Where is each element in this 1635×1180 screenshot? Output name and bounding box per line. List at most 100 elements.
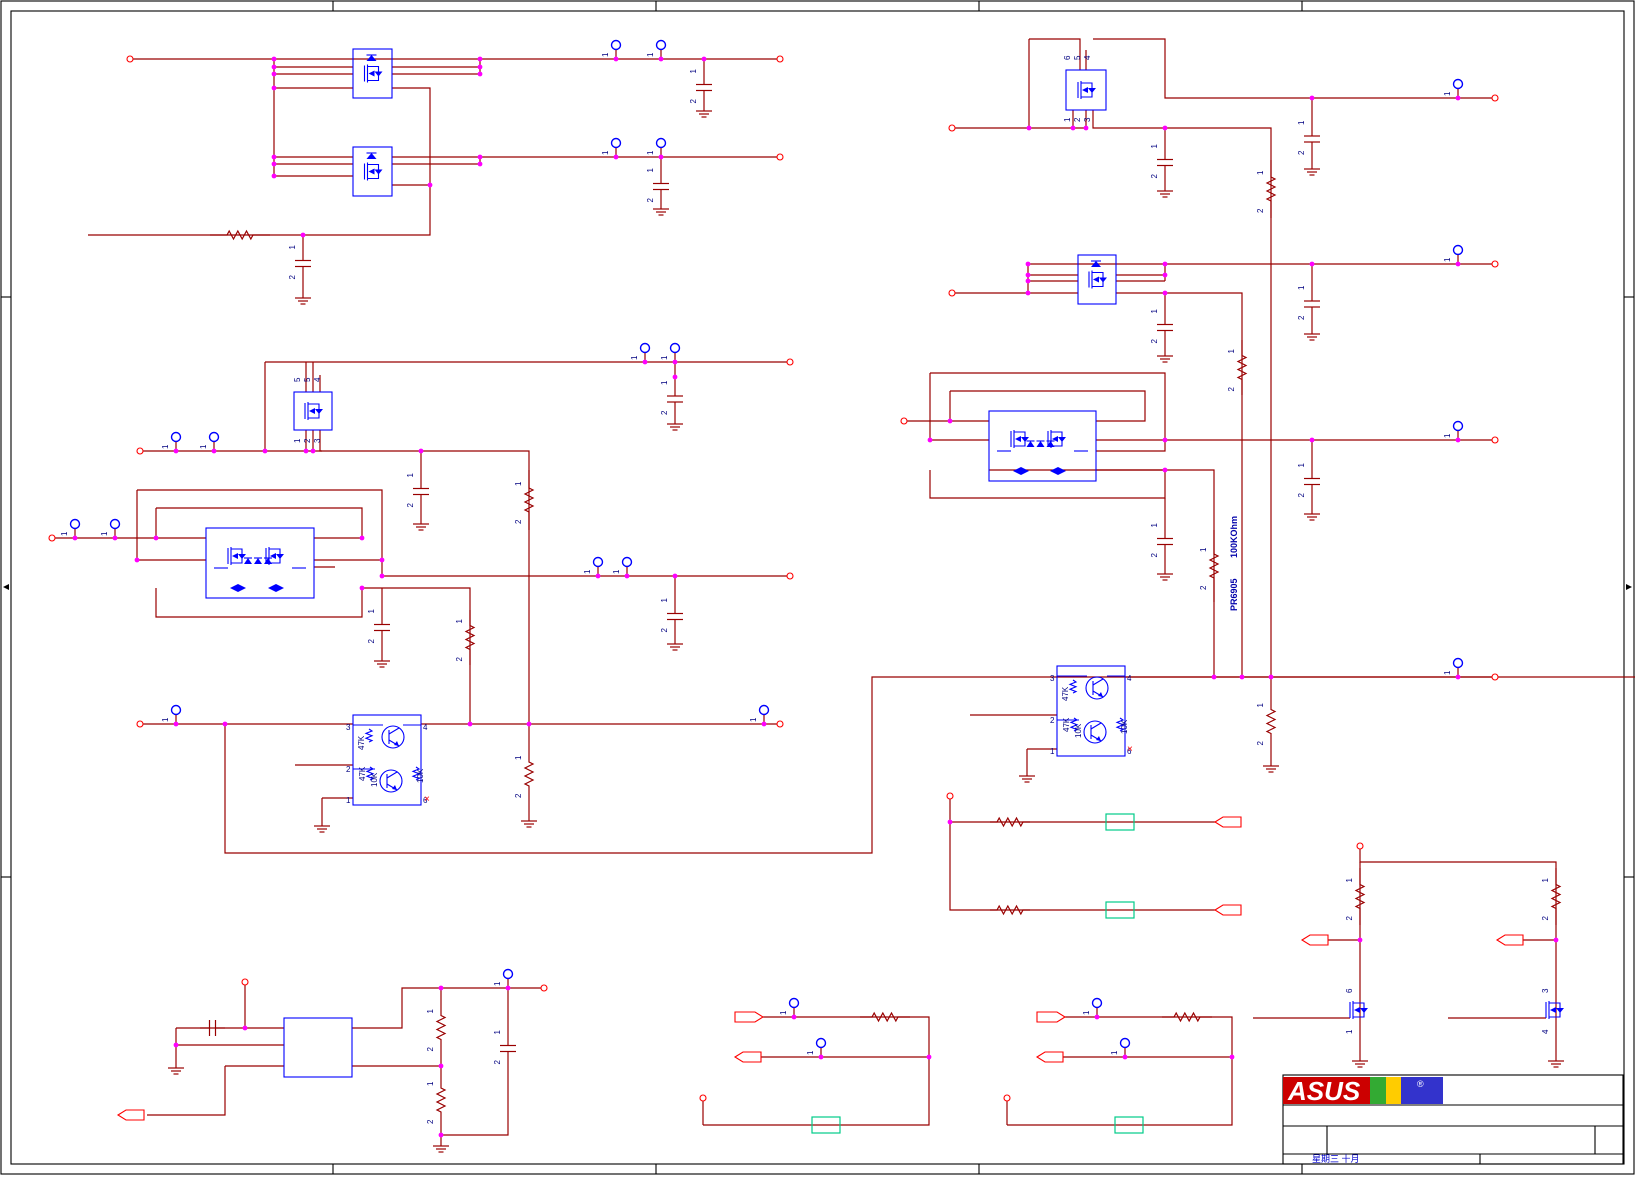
pin-number: 1 [1199,547,1208,552]
junction-dot [112,535,118,541]
pin-number: 6 [1063,55,1072,60]
resistor-symbol [1162,1011,1212,1023]
pin-number: 6 [1345,988,1354,993]
junction-dot [1455,674,1461,680]
terminal-dot [786,358,794,366]
pin-number: 1 [646,52,655,57]
wires [52,38,1635,1140]
resistor-symbol: 12 [1541,868,1562,925]
wire [930,372,1166,452]
ground-symbol [1019,770,1035,783]
wire [950,390,1146,422]
terminal-dot [1491,436,1499,444]
wire [1116,292,1243,677]
mosfet-q2 [352,146,393,197]
pin-number: 1 [1297,463,1306,468]
pin-number: 1 [660,380,669,385]
test-point-symbol: 1 [161,431,182,451]
junction-dot [1083,125,1089,131]
capacitor-symbol: 12 [646,168,669,203]
junction-dot [1162,272,1168,278]
terminal-dot [699,1094,707,1102]
resistor-symbol: 12 [1199,530,1220,602]
junction-dot [1162,125,1168,131]
junction-dot [1309,95,1315,101]
pin-number: 1 [1256,703,1265,708]
pin-number: 1 [426,1081,435,1086]
no-connect-mark: × [424,794,430,805]
wire [1093,38,1495,99]
wire [1096,469,1215,677]
terminal-dot [48,534,56,542]
junction-dot [672,374,678,380]
junction-dot [262,448,268,454]
fuse-symbol [1114,1116,1144,1134]
pin-number: 5 [1073,55,1082,60]
pin-number: 5 [303,377,312,382]
pin-number: 2 [1150,553,1159,558]
pin-number: 1 [1150,309,1159,314]
wire [319,430,530,724]
pin-number: 2 [1297,150,1306,155]
junction-dot [672,573,678,579]
pin-number: 1 [100,531,109,536]
wire [929,373,989,441]
junction-dot [672,359,678,365]
junction-dot [1455,437,1461,443]
capacitor-symbol: 12 [1297,455,1320,508]
junction-dot [477,64,483,70]
capacitor-symbol: 12 [660,595,683,638]
wire [155,588,363,618]
junction-dot [1239,674,1245,680]
pin-number: 2 [1297,315,1306,320]
pin-number: 2 [1150,174,1159,179]
junction-dot [379,573,385,579]
wire [175,1028,284,1046]
pin-number: 2 [689,99,698,104]
pin-number: 2 [493,1060,502,1065]
pin-number: 1 [1150,523,1159,528]
port-flag [1300,934,1329,946]
terminal-dot [540,984,548,992]
wire [156,507,363,539]
pin-number: 1 [749,717,758,722]
pin-number: 10K [416,768,425,783]
junction-dot [947,418,953,424]
junction-dot [1026,125,1032,131]
pin-number: 1 [612,569,621,574]
pin-number: 1 [583,569,592,574]
test-point-symbol: 1 [1443,78,1464,98]
junction-dot [761,721,767,727]
pin-number: 1 [1297,285,1306,290]
ground-symbol [1263,760,1279,773]
junction-dot [1211,674,1217,680]
pin-number: 2 [1256,208,1265,213]
wire [441,1067,509,1136]
wire [88,87,431,236]
dual-mosfet-symbol [988,410,1097,482]
port-flag [1213,904,1242,916]
capacitor-symbol: 12 [660,380,683,418]
junction-dot [153,535,159,541]
capacitor-symbol: 12 [1150,140,1173,185]
junction-dot [1162,261,1168,267]
pin-number: 1 [346,796,351,805]
terminal-dot [946,792,954,800]
pin-number: 4 [1541,1029,1550,1034]
junction-dot [477,161,483,167]
junction-dot [1162,467,1168,473]
pin-number: 1 [601,52,610,57]
port-flag [1495,934,1524,946]
pin-number: 2 [1256,741,1265,746]
pin-number: 4 [423,723,428,732]
junction-dot [1025,261,1031,267]
junction-dot [613,154,619,160]
pin-number: 6 [1127,747,1132,756]
port-flag [116,1109,145,1121]
junction-dot [271,56,277,62]
junction-dot [701,56,707,62]
pin-number: 2 [426,1119,435,1124]
junction-dot [477,56,483,62]
pin-number: 1 [455,619,464,624]
